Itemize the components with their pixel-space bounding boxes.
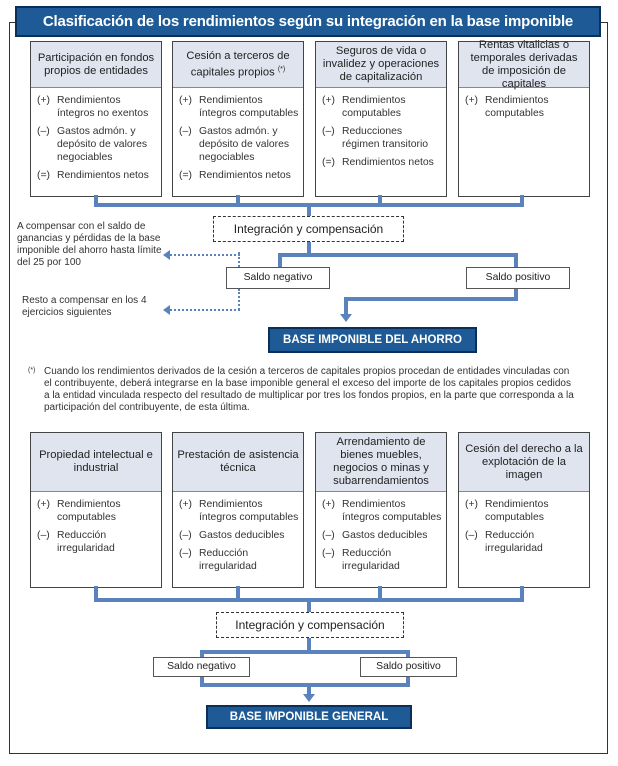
card-header: Participación en fondos propios de entid… [31,42,161,88]
connector [200,683,410,687]
connector [200,650,410,654]
arrow-down-icon [303,694,315,702]
saldo-positivo-box: Saldo positivo [466,267,570,289]
connector [94,203,524,207]
connector [94,195,98,207]
connector [238,289,240,310]
connector [200,677,204,687]
list-item: (+)Rendimientos computables [37,499,121,523]
base-imponible-general: BASE IMPONIBLE GENERAL [206,705,412,729]
connector [94,598,524,602]
card-propiedad-intelectual: Propiedad intelectual e industrial (+)Re… [30,432,162,588]
dotted-connector [170,254,240,256]
list-item: (–)Reducción irregularidad [179,548,257,572]
card-arrendamiento: Arrendamiento de bienes muebles, negocio… [315,432,447,588]
list-item: (–)Reducciones régimen transitorio [322,126,429,150]
list-item: (–)Gastos admón. y depósito de valores n… [37,126,148,163]
connector [236,586,240,602]
connector [378,586,382,602]
list-item: (+)Rendimientos íntegros computables [322,499,442,523]
connector [514,253,518,267]
card-header: Arrendamiento de bienes muebles, negocio… [316,433,446,492]
connector [514,289,518,301]
list-item: (–)Gastos admón. y depósito de valores n… [179,126,290,163]
saldo-negativo-box: Saldo negativo [153,657,250,677]
list-item: (=)Rendimientos netos [322,157,434,168]
list-item: (+)Rendimientos íntegros no exentos [37,95,149,119]
card-header: Propiedad intelectual e industrial [31,433,161,492]
card-header: Cesión a terceros de capitales propios (… [173,42,303,88]
card-header: Rentas vitalicias o temporales derivadas… [459,39,589,90]
list-item: (–)Gastos deducibles [322,530,428,541]
card-header: Seguros de vida o invalidez y operacione… [316,42,446,88]
list-item: (–)Reducción irregularidad [37,530,115,554]
connector [94,586,98,602]
card-asistencia-tecnica: Prestación de asistencia técnica (+)Rend… [172,432,304,588]
card-participacion-fondos: Participación en fondos propios de entid… [30,41,162,197]
integration-box: Integración y compensación [216,612,404,638]
diagram-title: Clasificación de los rendimientos según … [15,6,601,37]
list-item: (+)Rendimientos computables [322,95,406,119]
list-item: (=)Rendimientos netos [37,170,149,181]
connector [307,207,311,216]
connector [378,195,382,207]
footnote-mark: (*) [28,367,36,374]
connector [307,638,311,654]
connector [238,252,244,267]
card-cesion-capitales: Cesión a terceros de capitales propios (… [172,41,304,197]
list-item: (+)Rendimientos íntegros computables [179,499,299,523]
note-resto: Resto a compensar en los 4 ejercicios si… [22,295,147,318]
list-item: (–)Reducción irregularidad [322,548,400,572]
saldo-negativo-box: Saldo negativo [226,267,330,289]
connector [278,253,518,257]
card-seguros-vida: Seguros de vida o invalidez y operacione… [315,41,447,197]
list-item: (–)Reducción irregularidad [465,530,543,554]
connector [520,195,524,207]
connector [344,297,348,315]
list-item: (+)Rendimientos computables [465,95,549,119]
connector [200,650,204,657]
connector [406,650,410,657]
base-imponible-ahorro: BASE IMPONIBLE DEL AHORRO [268,327,477,353]
connector [236,195,240,207]
card-rentas-vitalicias: Rentas vitalicias o temporales derivadas… [458,39,590,197]
footnote: Cuando los rendimientos derivados de la … [44,366,574,413]
connector [278,253,282,267]
arrow-left-icon [163,305,170,315]
connector [520,586,524,602]
connector [307,602,311,612]
card-derecho-imagen: Cesión del derecho a la explotación de l… [458,432,590,588]
connector [344,297,518,301]
connector [307,242,311,257]
arrow-down-icon [340,314,352,322]
list-item: (+)Rendimientos íntegros computables [179,95,299,119]
connector [406,677,410,687]
integration-box: Integración y compensación [213,216,404,242]
saldo-positivo-box: Saldo positivo [360,657,457,677]
list-item: (=)Rendimientos netos [179,170,291,181]
arrow-left-icon [163,250,170,260]
list-item: (–)Gastos deducibles [179,530,285,541]
card-header: Prestación de asistencia técnica [173,433,303,492]
connector [307,687,311,695]
list-item: (+)Rendimientos computables [465,499,549,523]
note-compensar: A compensar con el saldo de ganancias y … [17,221,162,268]
dotted-connector [170,309,240,311]
card-header: Cesión del derecho a la explotación de l… [459,433,589,492]
